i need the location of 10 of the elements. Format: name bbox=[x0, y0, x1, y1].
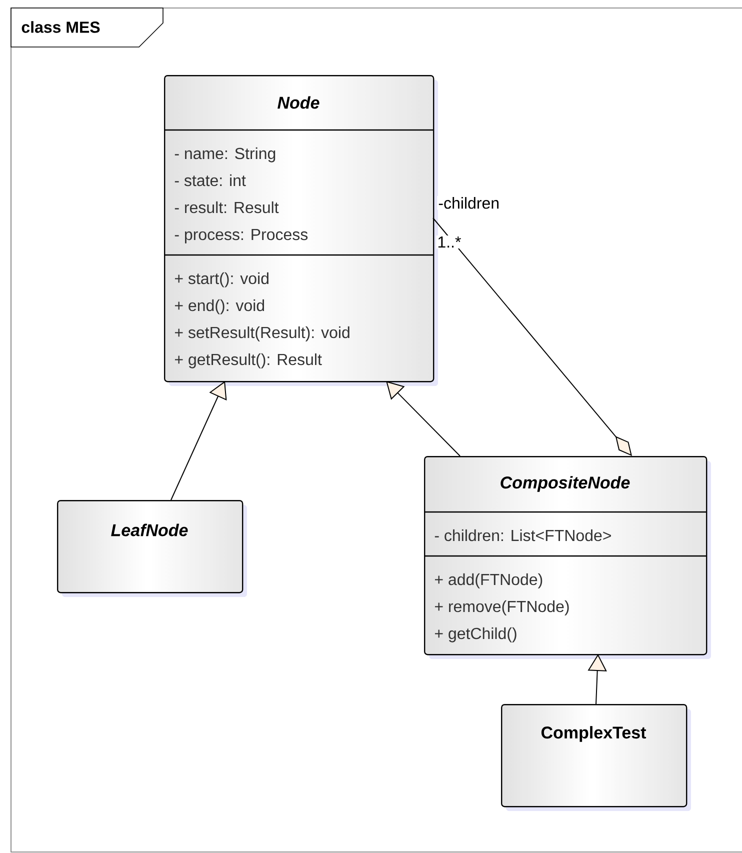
multiplicity-label: 1..* bbox=[436, 236, 462, 248]
role-label: -children bbox=[437, 196, 501, 210]
generalization-arrow bbox=[386, 381, 460, 456]
class-box: CompositeNode - children: List<FTNode> + add(FTNode) + remove(FTNode) + getChild() bbox=[424, 456, 711, 659]
class-box: LeafNode bbox=[57, 500, 247, 597]
frame-tab: class MES bbox=[10, 8, 164, 48]
class-box: Node - name: String - state: int - result: Result - process: Process + start(): void + end(): void + setResult(Result): void + getResult(): Result bbox=[164, 75, 438, 386]
class-box: ComplexTest bbox=[501, 704, 691, 811]
generalization-arrow bbox=[170, 381, 227, 500]
aggregation-line bbox=[432, 218, 632, 456]
